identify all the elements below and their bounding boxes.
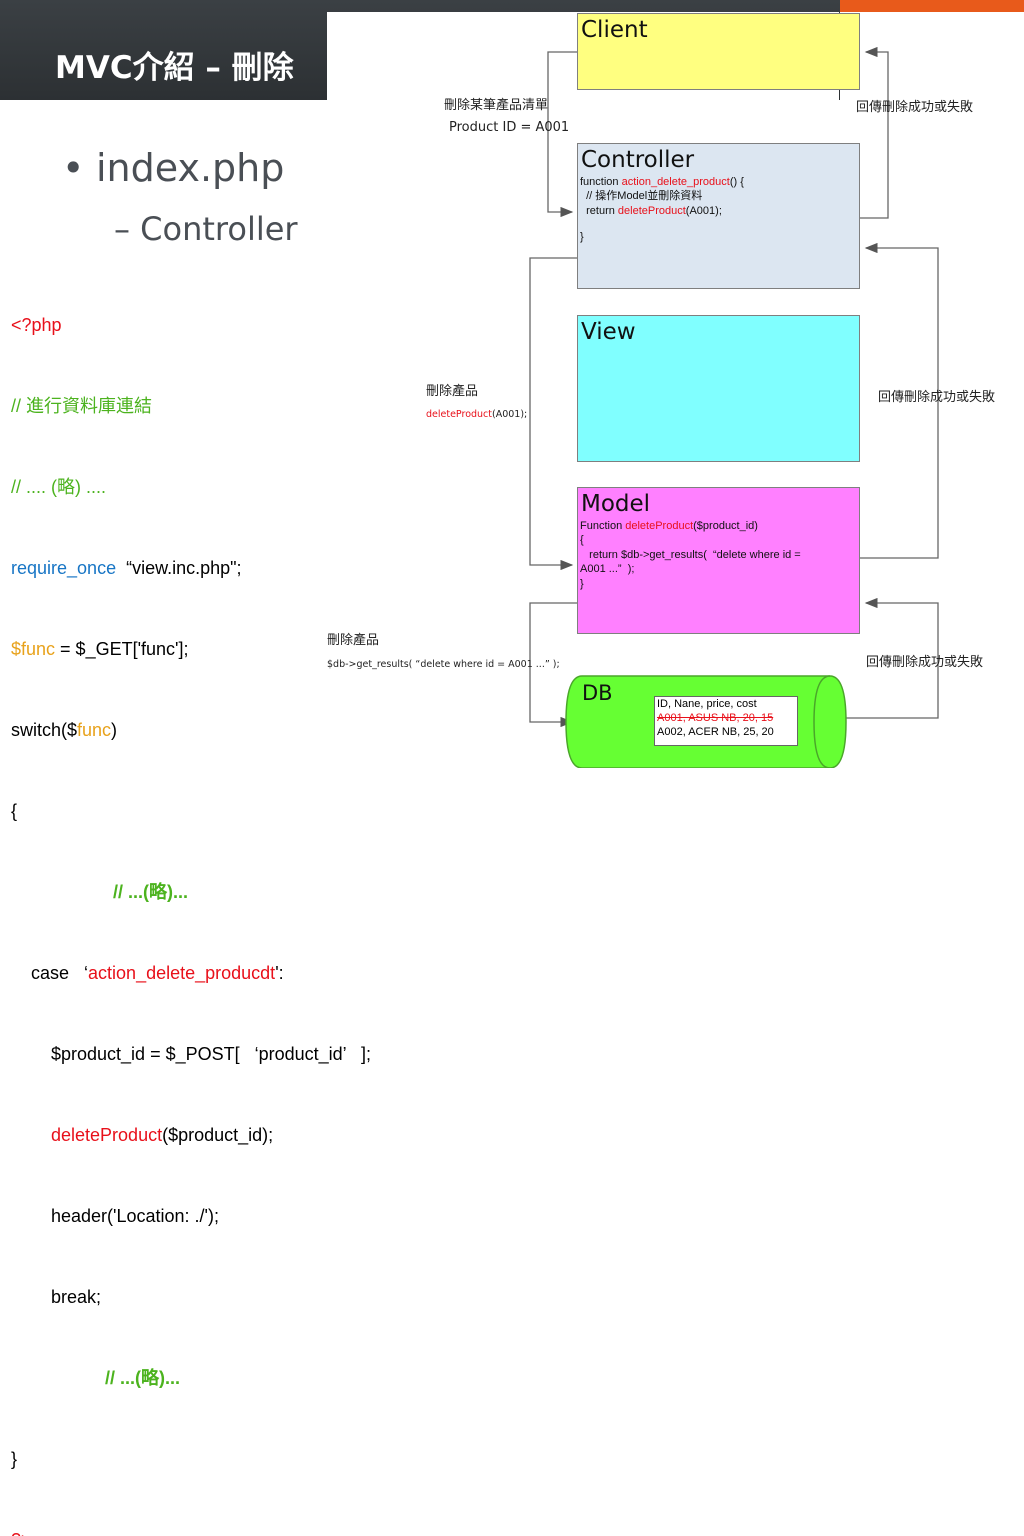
model-box: Model Function deleteProduct($product_id… — [577, 487, 860, 634]
client-box: Client — [577, 13, 860, 90]
model-code-line: A001 ...” ); — [580, 563, 635, 575]
code-text: function — [580, 176, 622, 188]
code-text: case ‘ — [31, 963, 89, 983]
controller-code-line: } — [580, 231, 584, 243]
db-row: ID, Nane, price, cost — [657, 698, 757, 710]
code-line: $product_id = $_POST[ ‘product_id’ ]; — [51, 1044, 372, 1064]
label-model-to-controller: 回傳刪除成功或失敗 — [878, 390, 996, 405]
label-controller-to-client: 回傳刪除成功或失敗 — [856, 100, 974, 115]
code-line: case ‘action_delete_producdt': — [11, 960, 371, 987]
code-text: = $_GET['func']; — [55, 639, 189, 659]
code-line: { — [11, 801, 18, 821]
bullet-text: index.php — [96, 146, 285, 190]
code-variable: func — [77, 720, 112, 740]
bullet-dot-icon: • — [62, 146, 85, 190]
code-text: ($product_id) — [693, 520, 758, 532]
label-model-to-db: 刪除產品 — [327, 633, 380, 648]
arrow-client-to-controller — [547, 51, 577, 218]
controller-code-line: // 操作Model並刪除資料 — [580, 190, 703, 202]
accent-bar — [840, 0, 1024, 12]
model-code-line: Function deleteProduct($product_id) — [580, 520, 758, 533]
code-line: deleteProduct($product_id); — [11, 1122, 371, 1149]
bullet-item: •index.php — [62, 140, 284, 196]
model-code-line: { — [580, 534, 584, 546]
model-code-line: return $db->get_results( “delete where i… — [580, 549, 801, 561]
code-text: “view.inc.php"; — [116, 558, 242, 578]
code-line: // 進行資料庫連結 — [11, 396, 153, 416]
code-variable: $func — [11, 639, 56, 659]
code-keyword: require_once — [11, 558, 117, 578]
db-title: DB — [582, 681, 613, 705]
code-function: deleteProduct — [617, 205, 686, 217]
model-title: Model — [581, 491, 651, 517]
slide-title: MVC介紹 – 刪除 — [55, 50, 294, 86]
code-function: deleteProduct — [426, 409, 492, 420]
label-db-to-model: 回傳刪除成功或失敗 — [866, 655, 984, 670]
code-text: ': — [275, 963, 284, 983]
code-function: action_delete_product — [621, 176, 730, 188]
sub-bullet-item: – Controller — [114, 210, 298, 248]
db-row: A002, ACER NB, 25, 20 — [657, 726, 774, 738]
code-text: return — [580, 205, 618, 217]
controller-code-line: return deleteProduct(A001); — [580, 205, 722, 218]
code-text: switch($ — [11, 720, 78, 740]
label-client-to-controller: 刪除某筆產品清單 — [444, 98, 549, 113]
controller-box: Controller function action_delete_produc… — [577, 143, 860, 289]
code-function: deleteProduct — [51, 1125, 163, 1145]
db-table: ID, Nane, price, cost A001, ASUS NB, 20,… — [654, 696, 798, 746]
label-model-to-db-call: $db->get_results( “delete where id = A00… — [327, 659, 560, 670]
code-line: $func = $_GET['func']; — [11, 636, 371, 663]
code-line: break; — [51, 1287, 102, 1307]
controller-code-line: function action_delete_product() { — [580, 176, 744, 189]
code-text: (A001); — [685, 205, 722, 217]
controller-title: Controller — [581, 147, 695, 173]
code-function: deleteProduct — [625, 520, 694, 532]
arrow-model-to-db — [529, 602, 577, 728]
model-code-line: } — [580, 578, 584, 590]
view-title: View — [581, 319, 636, 345]
code-line: require_once “view.inc.php"; — [11, 555, 371, 582]
code-line: ?> — [11, 1527, 371, 1536]
view-box: View — [577, 315, 860, 462]
arrow-db-to-model — [842, 597, 939, 719]
code-text: ($product_id); — [162, 1125, 274, 1145]
arrow-controller-to-client — [860, 46, 889, 219]
db-row-deleted: A001, ASUS NB, 20, 15 — [657, 712, 774, 724]
code-line: header('Location: ./'); — [51, 1206, 219, 1226]
code-line: // ...(略)... — [105, 1368, 180, 1388]
label-product-id: Product ID = A001 — [449, 120, 570, 135]
code-text: Function — [580, 520, 626, 532]
arrow-model-to-controller — [860, 242, 939, 559]
code-line: <?php — [11, 315, 62, 335]
label-controller-to-model: 刪除產品 — [426, 384, 479, 399]
code-text: (A001); — [492, 409, 528, 420]
client-title: Client — [581, 17, 648, 43]
arrow-controller-to-model — [529, 257, 577, 571]
code-line: // .... (略) .... — [11, 477, 107, 497]
code-text: () { — [729, 176, 744, 188]
code-string: action_delete_producdt — [88, 963, 276, 983]
code-line: switch($func) — [11, 717, 371, 744]
code-text: ) — [111, 720, 118, 740]
code-line: // ...(略)... — [113, 882, 188, 902]
code-line: } — [11, 1449, 18, 1469]
label-controller-to-model-call: deleteProduct(A001); — [426, 408, 527, 421]
